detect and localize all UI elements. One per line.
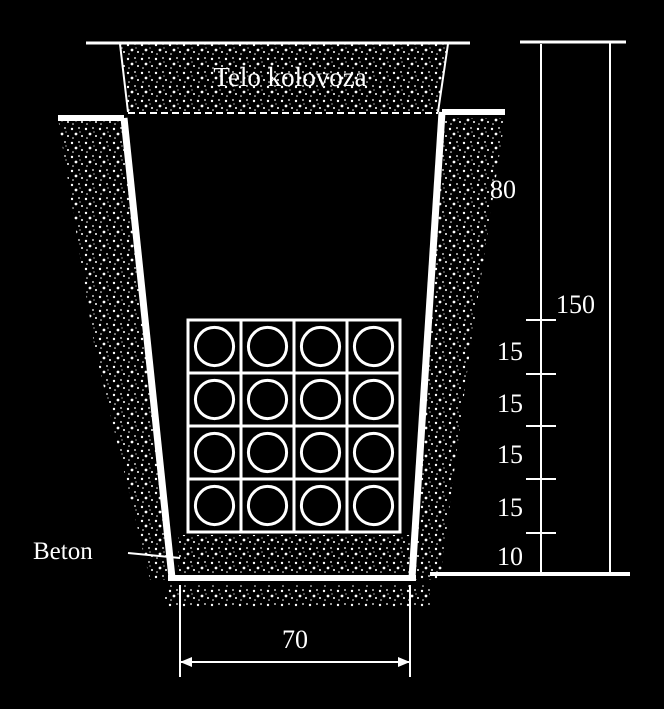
duct-pipe: [246, 378, 289, 421]
bottom-width-dimension: [179, 585, 411, 677]
total-depth-dimension: [430, 40, 630, 576]
duct-pipe: [193, 325, 236, 368]
duct-pipe: [299, 484, 342, 527]
segment-label-3: 15: [497, 389, 523, 418]
segment-label-1: 80: [490, 175, 516, 204]
concrete-label: Beton: [33, 538, 93, 565]
duct-pipe: [246, 431, 289, 474]
total-depth-label: 150: [556, 290, 595, 319]
duct-pipe: [352, 484, 395, 527]
duct-pipe: [246, 484, 289, 527]
segment-dimension-chain: 80 15 15 15 15 10: [490, 44, 556, 572]
segment-label-4: 15: [497, 440, 523, 469]
segment-label-6: 10: [497, 542, 523, 571]
duct-pipe: [299, 325, 342, 368]
trench-right-wall: [408, 109, 505, 580]
duct-pipe: [299, 431, 342, 474]
duct-bank: [186, 318, 402, 534]
duct-pipe: [246, 325, 289, 368]
segment-label-2: 15: [497, 337, 523, 366]
duct-pipe: [193, 378, 236, 421]
concrete-base: [165, 535, 430, 607]
bottom-width-label: 70: [282, 625, 308, 654]
road-body-layer: [86, 41, 470, 114]
segment-ticks: [526, 319, 556, 534]
segment-label-5: 15: [497, 493, 523, 522]
road-body-label: Telo kolovoza: [213, 62, 366, 92]
trench-left-wall: [58, 115, 176, 580]
duct-pipe: [352, 378, 395, 421]
concrete-pointer-line: [127, 552, 181, 559]
duct-pipe: [352, 431, 395, 474]
duct-pipe: [193, 431, 236, 474]
duct-pipe: [352, 325, 395, 368]
duct-pipe: [193, 484, 236, 527]
duct-pipe: [299, 378, 342, 421]
